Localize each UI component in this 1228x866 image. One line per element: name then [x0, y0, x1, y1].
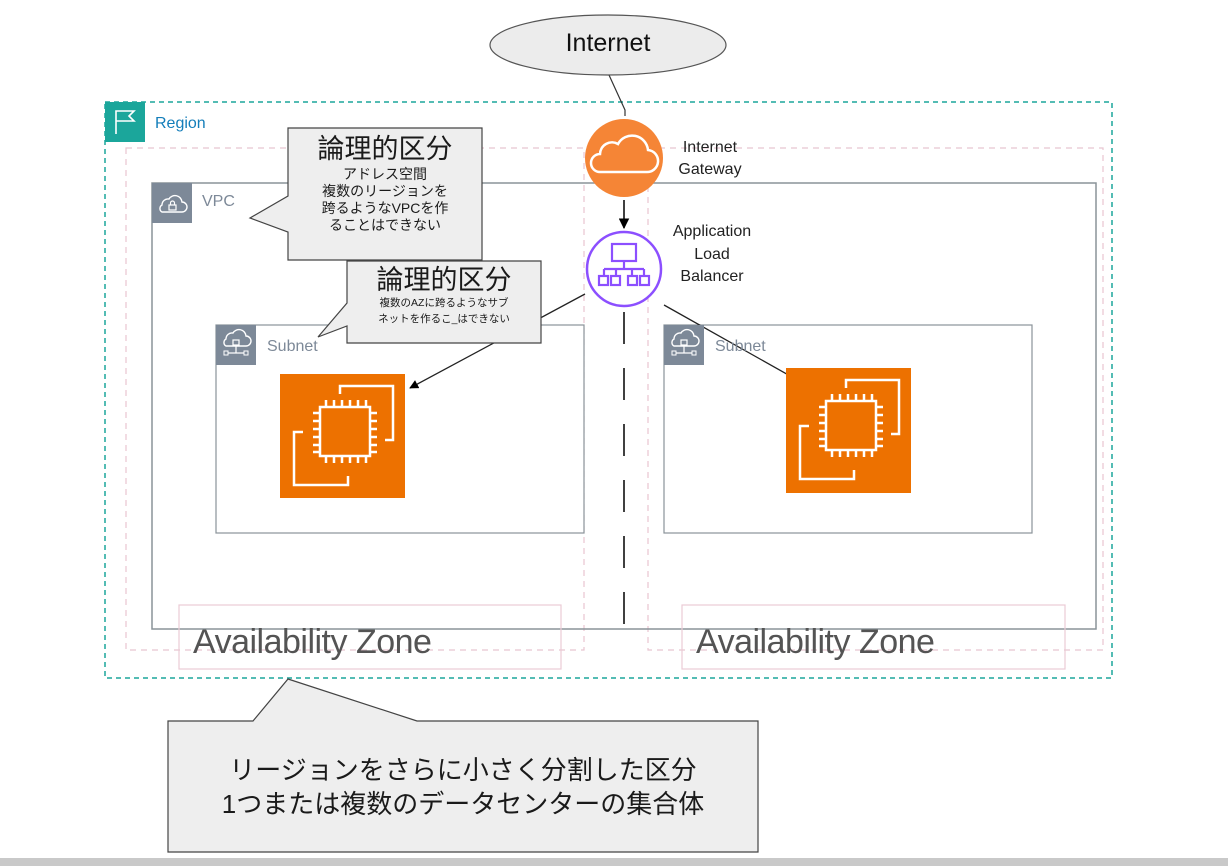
az-label-left: Availability Zone	[193, 623, 432, 661]
callout-az-line: 1つまたは複数のデータセンターの集合体	[221, 788, 705, 819]
az-label-box-right	[681, 604, 1066, 670]
callout-vpc-line: アドレス空間	[343, 165, 427, 182]
cloud-lock-icon	[152, 183, 192, 223]
subnet-label-left: Subnet	[267, 338, 318, 355]
alb-label-line3: Balancer	[680, 268, 744, 286]
az-label-right: Availability Zone	[696, 623, 935, 661]
cloud-network-icon	[664, 325, 704, 365]
flag-icon	[105, 102, 145, 142]
load-balancer-label: Application Load Balancer	[660, 221, 764, 289]
subnet-label-right: Subnet	[715, 338, 766, 355]
ec2-instance-left[interactable]	[280, 374, 405, 498]
igw-label-line2: Gateway	[678, 161, 742, 179]
alb-label-line1: Application	[672, 223, 752, 240]
callout-subnet-text: 論理的区分 複数のAZに跨るようなサブ ネットを作るこ_はできない	[347, 265, 541, 328]
internet-node[interactable]	[489, 14, 727, 76]
callout-vpc-shape	[248, 127, 483, 261]
cloud-network-icon	[216, 325, 256, 365]
canvas-bottom-edge	[0, 858, 1228, 866]
callout-subnet-line: 複数のAZに跨るようなサブ	[379, 297, 509, 310]
region-label: Region	[155, 115, 206, 132]
ec2-instance-right[interactable]	[786, 368, 911, 493]
callout-az-shape	[167, 678, 759, 853]
callout-vpc-line: 複数のリージョンを	[322, 182, 448, 199]
hierarchy-icon	[597, 242, 651, 287]
igw-label-line1: Internet	[682, 139, 738, 156]
callout-az-text: リージョンをさらに小さく分割した区分 1つまたは複数のデータセンターの集合体	[168, 754, 758, 822]
internet-gateway-node[interactable]	[585, 119, 663, 197]
alb-to-ec2-right-arrow	[663, 304, 809, 387]
cloud-icon	[589, 134, 660, 174]
callout-vpc-line: ることはできない	[329, 217, 441, 234]
az-boundary-right	[647, 147, 1104, 651]
callout-subnet-title: 論理的区分	[376, 265, 512, 295]
callout-subnet-line: ネットを作るこ_はできない	[378, 312, 510, 325]
alb-label-line2: Load	[694, 245, 730, 263]
internet-label: Internet	[565, 29, 651, 57]
internet-to-igw-connector	[608, 74, 626, 116]
callout-az-line: リージョンをさらに小さく分割した区分	[229, 755, 697, 785]
az-label-box-left	[178, 604, 562, 670]
vpc-label: VPC	[202, 193, 235, 210]
callout-subnet-shape	[317, 260, 542, 344]
internet-gateway-label: Internet Gateway	[668, 137, 752, 182]
callout-vpc-title: 論理的区分	[317, 134, 453, 164]
load-balancer-node[interactable]	[585, 230, 663, 308]
ec2-instances-icon	[798, 378, 901, 481]
callout-vpc-text: 論理的区分 アドレス空間 複数のリージョンを 跨るようなVPCを作 ることはでき…	[288, 134, 482, 234]
callout-vpc-line: 跨るようなVPCを作	[321, 200, 449, 217]
ec2-instances-icon	[292, 384, 395, 487]
